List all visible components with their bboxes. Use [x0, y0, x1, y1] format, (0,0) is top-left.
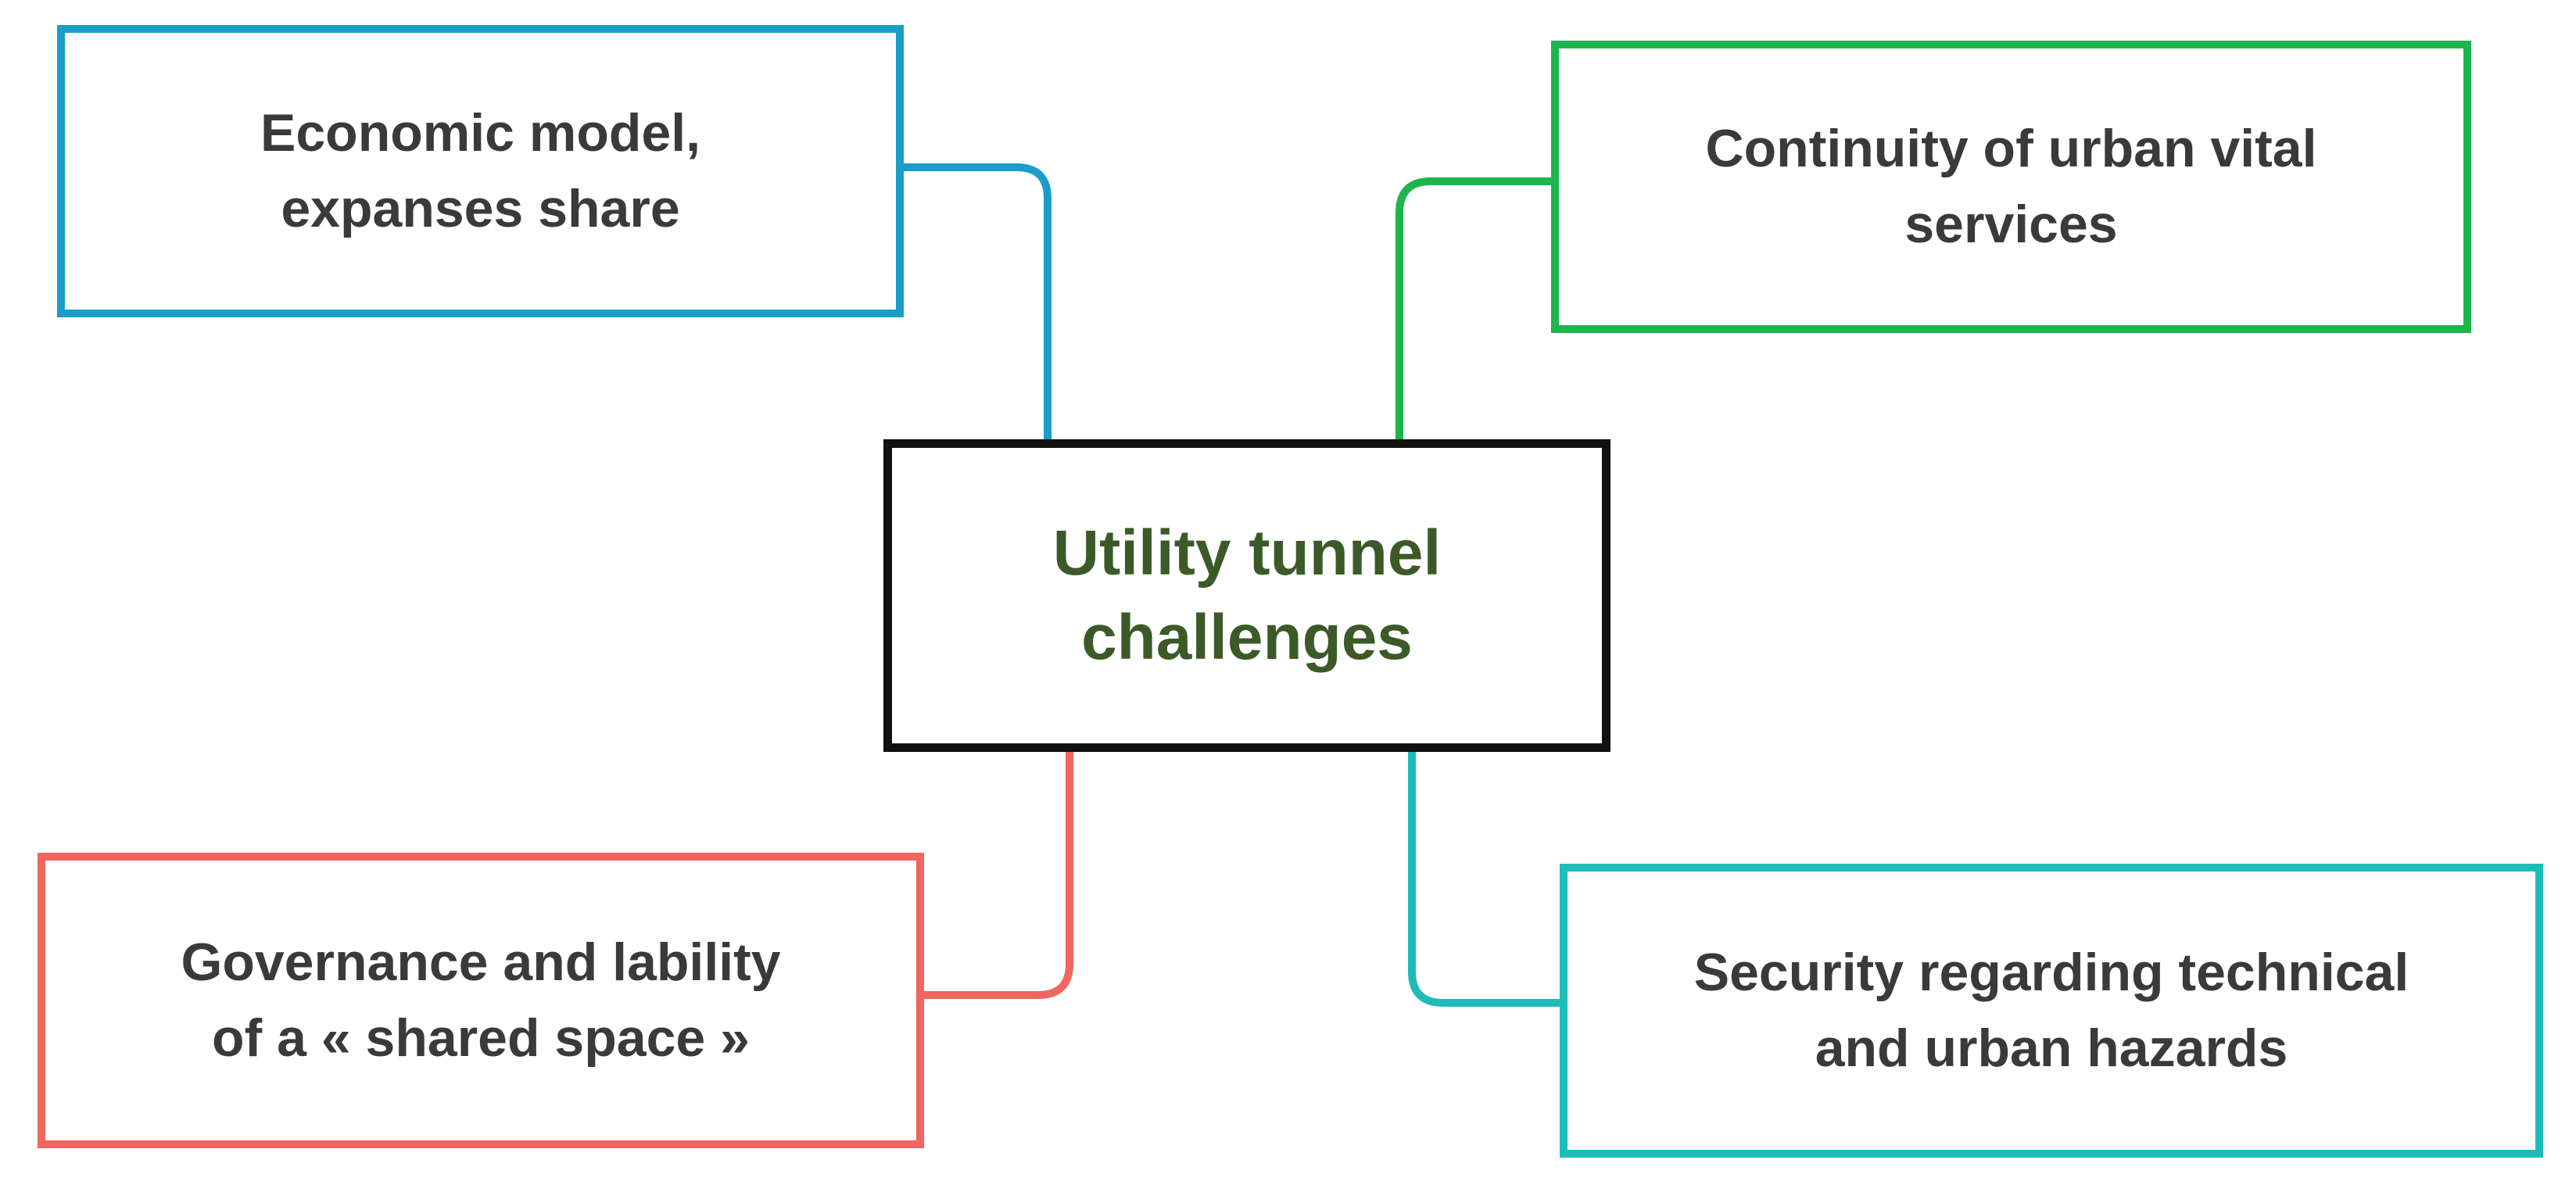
node-label-line: Security regarding technical	[1693, 943, 2409, 1003]
central-title-line: challenges	[1081, 602, 1413, 673]
node-label-line: expanses share	[281, 179, 680, 238]
connector-economic	[904, 163, 1052, 439]
node-label-line: Economic model,	[260, 103, 700, 163]
node-label-line: Governance and lability	[181, 932, 781, 993]
node-label-line: services	[1904, 195, 2118, 254]
node-continuity-services: Continuity of urban vital services	[1551, 41, 2471, 333]
connector-continuity	[1395, 177, 1551, 439]
node-governance-lability: Governance and lability of a « shared sp…	[38, 853, 924, 1148]
node-label-line: and urban hazards	[1815, 1018, 2288, 1078]
node-security-hazards: Security regarding technical and urban h…	[1560, 864, 2543, 1158]
central-node: Utility tunnel challenges	[883, 439, 1610, 752]
connector-security	[1408, 752, 1560, 1007]
connector-governance	[924, 752, 1073, 999]
node-label-line: of a « shared space »	[212, 1008, 750, 1068]
node-economic-model: Economic model, expanses share	[57, 25, 904, 317]
central-title-line: Utility tunnel	[1052, 517, 1442, 589]
node-label-line: Continuity of urban vital	[1705, 119, 2317, 179]
